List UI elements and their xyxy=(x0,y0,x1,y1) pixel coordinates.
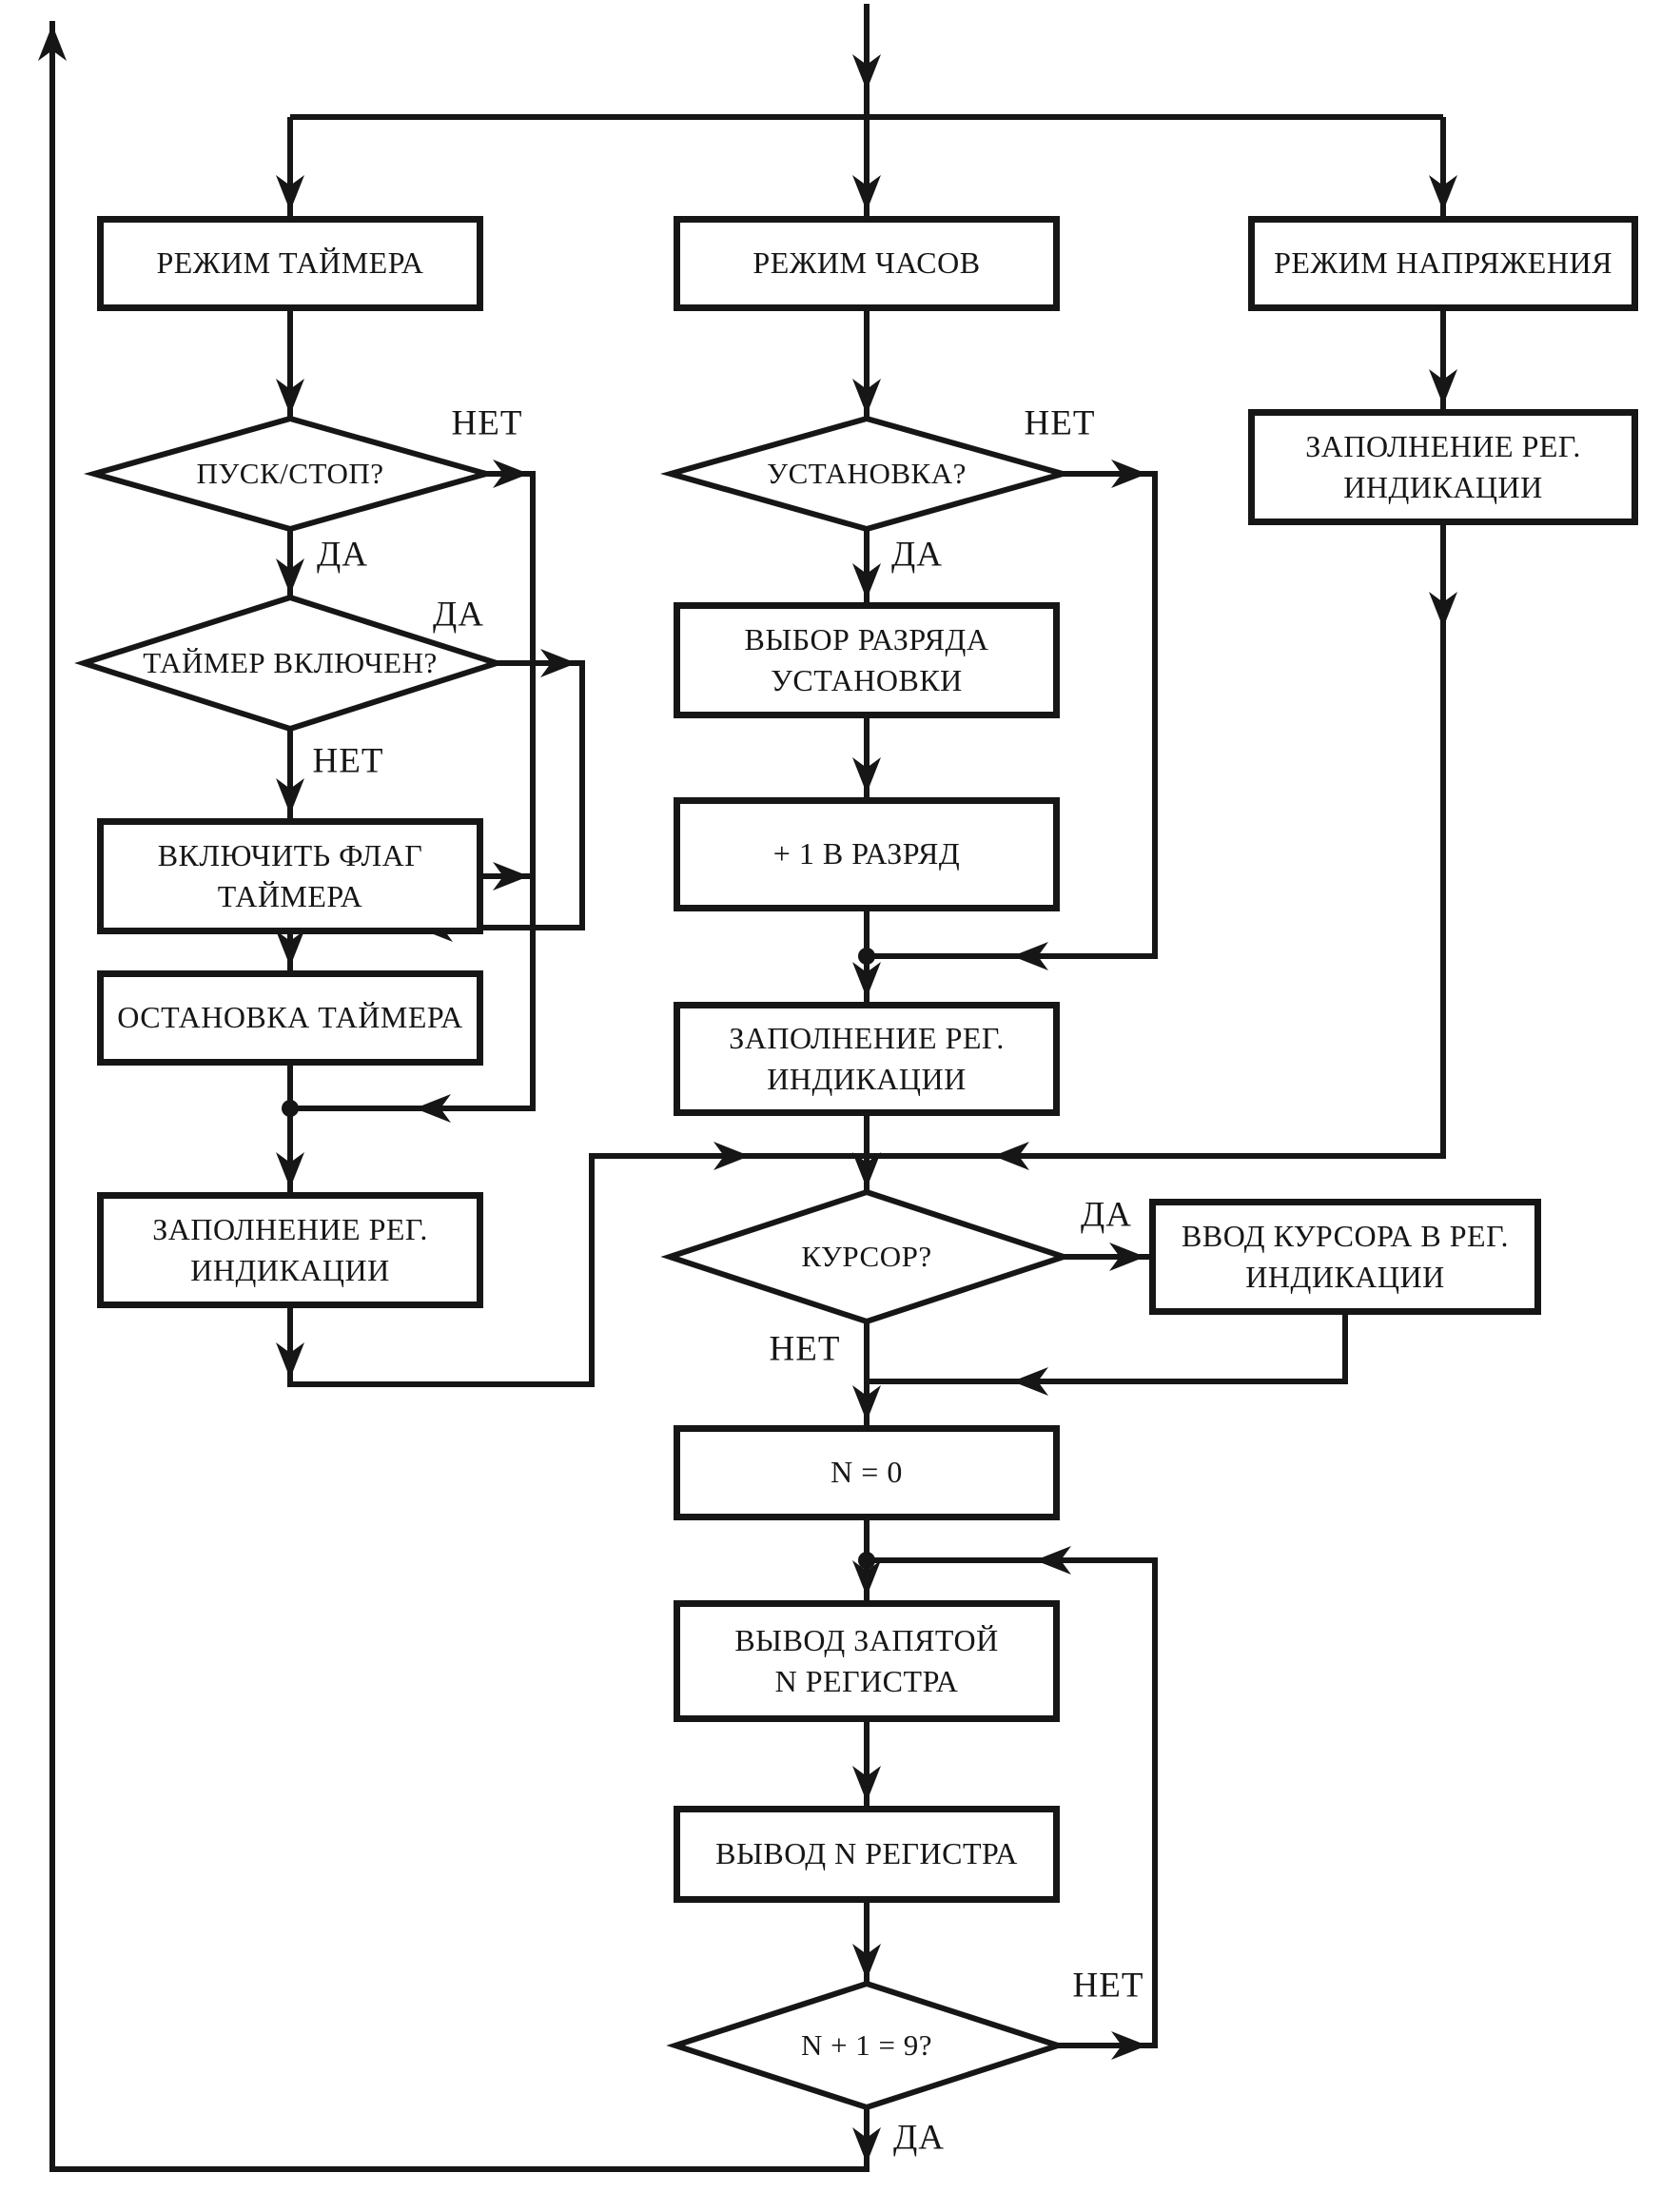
box-output-comma-line1: ВЫВОД ЗАПЯТОЙ xyxy=(734,1622,999,1657)
label-startstop-yes: ДА xyxy=(317,535,368,575)
box-clock-mode: РЕЖИМ ЧАСОВ xyxy=(674,216,1060,311)
edge-setup-yes xyxy=(852,529,881,602)
label-setup-no: НЕТ xyxy=(1024,403,1096,443)
box-set-timer-flag-line2: ТАЙМЕРА xyxy=(217,879,363,913)
box-output-register: ВЫВОД N РЕГИСТРА xyxy=(674,1806,1060,1903)
label-startstop-no: НЕТ xyxy=(451,403,523,443)
decision-setup-label: УСТАНОВКА? xyxy=(767,457,967,490)
edge-voltage-to-fill xyxy=(1429,311,1457,409)
decision-startstop-shape xyxy=(83,415,498,533)
label-cursor-no: НЕТ xyxy=(769,1329,841,1369)
edge-entry xyxy=(852,4,881,216)
label-nplusone-yes: ДА xyxy=(893,2118,945,2158)
label-setup-yes: ДА xyxy=(891,535,943,575)
edge-register-to-check xyxy=(852,1903,881,1984)
box-voltage-fill-register: ЗАПОЛНЕНИЕ РЕГ. ИНДИКАЦИИ xyxy=(1248,409,1638,525)
decision-startstop-label: ПУСК/СТОП? xyxy=(196,457,384,490)
box-cursor-input-register: ВВОД КУРСОРА В РЕГ. ИНДИКАЦИИ xyxy=(1149,1199,1541,1315)
label-nplusone-no: НЕТ xyxy=(1072,1966,1144,2006)
box-output-comma-line2: N РЕГИСТРА xyxy=(774,1664,959,1698)
decision-timeron-label: ТАЙМЕР ВКЛЮЧЕН? xyxy=(143,646,438,679)
box-timer-fill-register-line2: ИНДИКАЦИИ xyxy=(190,1253,390,1287)
box-n-equals-zero-label: N = 0 xyxy=(830,1455,903,1490)
box-timer-mode: РЕЖИМ ТАЙМЕРА xyxy=(97,216,483,311)
box-select-setup-digit-line1: ВЫБОР РАЗРЯДА xyxy=(744,621,989,656)
box-clock-mode-label: РЕЖИМ ЧАСОВ xyxy=(752,245,981,281)
edge-cursor-yes xyxy=(1064,1243,1149,1271)
edge-increment-to-fill xyxy=(852,911,881,1002)
box-select-setup-digit-line2: УСТАНОВКИ xyxy=(771,663,963,697)
box-set-timer-flag: ВКЛЮЧИТЬ ФЛАГ ТАЙМЕРА xyxy=(97,818,483,934)
box-select-setup-digit: ВЫБОР РАЗРЯДА УСТАНОВКИ xyxy=(674,602,1060,718)
box-clock-fill-register: ЗАПОЛНЕНИЕ РЕГ. ИНДИКАЦИИ xyxy=(674,1002,1060,1116)
edge-selectdigit-to-increment xyxy=(852,718,881,797)
edge-check-yes-grand-loop xyxy=(38,21,881,2172)
box-clock-fill-register-line2: ИНДИКАЦИИ xyxy=(767,1062,967,1096)
edge-timer-to-startstop xyxy=(276,311,304,419)
box-increment-digit: + 1 В РАЗРЯД xyxy=(674,797,1060,911)
box-stop-timer: ОСТАНОВКА ТАЙМЕРА xyxy=(97,970,483,1066)
box-clock-fill-register-line1: ЗАПОЛНЕНИЕ РЕГ. xyxy=(729,1020,1005,1055)
decision-cursor-label: КУРСОР? xyxy=(801,1240,932,1273)
box-set-timer-flag-line1: ВКЛЮЧИТЬ ФЛАГ xyxy=(157,837,423,872)
box-n-equals-zero: N = 0 xyxy=(674,1425,1060,1520)
box-timer-mode-label: РЕЖИМ ТАЙМЕРА xyxy=(156,245,424,281)
box-increment-digit-label: + 1 В РАЗРЯД xyxy=(772,836,961,871)
box-stop-timer-label: ОСТАНОВКА ТАЙМЕРА xyxy=(117,1000,463,1035)
box-voltage-fill-register-line2: ИНДИКАЦИИ xyxy=(1343,470,1543,504)
label-timeron-yes: ДА xyxy=(433,595,484,635)
edge-voltfill-to-merge xyxy=(867,525,1457,1170)
box-voltage-mode-label: РЕЖИМ НАПРЯЖЕНИЯ xyxy=(1274,245,1612,281)
edge-startstop-yes xyxy=(276,529,304,597)
decision-setup-shape xyxy=(659,415,1074,533)
edge-timeron-yes xyxy=(276,649,585,970)
edge-clock-to-setup xyxy=(852,311,881,419)
edge-timeron-no xyxy=(276,729,304,818)
edge-cursorinput-return xyxy=(867,1315,1348,1396)
box-output-register-label: ВЫВОД N РЕГИСТРА xyxy=(715,1836,1018,1871)
edge-mode-fork xyxy=(276,114,1457,216)
box-cursor-input-register-line2: ИНДИКАЦИИ xyxy=(1245,1260,1445,1294)
box-timer-fill-register-line1: ЗАПОЛНЕНИЕ РЕГ. xyxy=(152,1211,428,1246)
edge-stoptimer-to-fill xyxy=(276,1066,304,1192)
decision-nplusone-shape xyxy=(666,1980,1067,2111)
edge-setflag-merge xyxy=(483,862,533,891)
box-voltage-mode: РЕЖИМ НАПРЯЖЕНИЯ xyxy=(1248,216,1638,311)
box-cursor-input-register-line1: ВВОД КУРСОРА В РЕГ. xyxy=(1182,1218,1509,1253)
edge-startstop-no xyxy=(290,460,536,1123)
label-cursor-yes: ДА xyxy=(1081,1195,1132,1235)
edge-digit-loop-return xyxy=(867,1546,1158,2060)
edge-timerfill-to-merge xyxy=(276,1142,867,1387)
label-timeron-no: НЕТ xyxy=(312,741,384,781)
edge-cursor-no xyxy=(852,1321,881,1425)
decision-nplusone-label: N + 1 = 9? xyxy=(800,2028,933,2062)
edge-setup-no xyxy=(867,460,1158,970)
box-timer-fill-register: ЗАПОЛНЕНИЕ РЕГ. ИНДИКАЦИИ xyxy=(97,1192,483,1308)
box-output-comma: ВЫВОД ЗАПЯТОЙ N РЕГИСТРА xyxy=(674,1600,1060,1722)
edge-comma-to-register xyxy=(852,1722,881,1806)
box-voltage-fill-register-line1: ЗАПОЛНЕНИЕ РЕГ. xyxy=(1305,428,1581,463)
decision-timeron-shape xyxy=(74,594,506,733)
decision-cursor-shape xyxy=(660,1188,1073,1325)
